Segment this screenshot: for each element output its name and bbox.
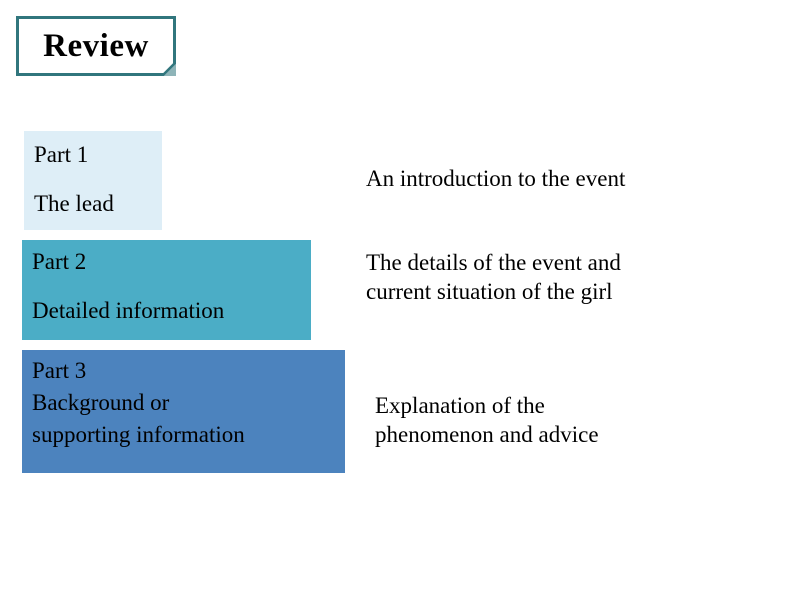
description-part-3-line-1: Explanation of the <box>375 393 545 418</box>
description-part-2-line-1: The details of the event and <box>366 250 621 275</box>
part-block-1[interactable]: Part 1 The lead <box>24 131 162 230</box>
page-title: Review <box>43 27 149 64</box>
part-block-3-line-2: Background or <box>32 390 170 415</box>
description-part-2: The details of the event and current sit… <box>366 249 621 307</box>
part-block-1-line-2: The lead <box>34 191 114 216</box>
description-part-2-line-2: current situation of the girl <box>366 278 613 304</box>
description-part-3: Explanation of the phenomenon and advice <box>375 392 599 450</box>
part-block-1-line-1: Part 1 <box>34 142 89 167</box>
part-block-3[interactable]: Part 3 Background or supporting informat… <box>22 350 345 473</box>
part-block-2-line-2: Detailed information <box>32 298 225 323</box>
part-block-3-line-1: Part 3 <box>32 358 87 383</box>
part-block-3-line-3: supporting information <box>32 422 245 447</box>
title-box <box>16 16 176 76</box>
description-part-1: An introduction to the event <box>366 165 625 194</box>
part-block-2[interactable]: Part 2 Detailed information <box>22 240 311 340</box>
description-part-3-line-2: phenomenon and advice <box>375 421 599 447</box>
part-block-2-line-1: Part 2 <box>32 249 87 274</box>
description-part-1-line-1: An introduction to the event <box>366 166 626 191</box>
